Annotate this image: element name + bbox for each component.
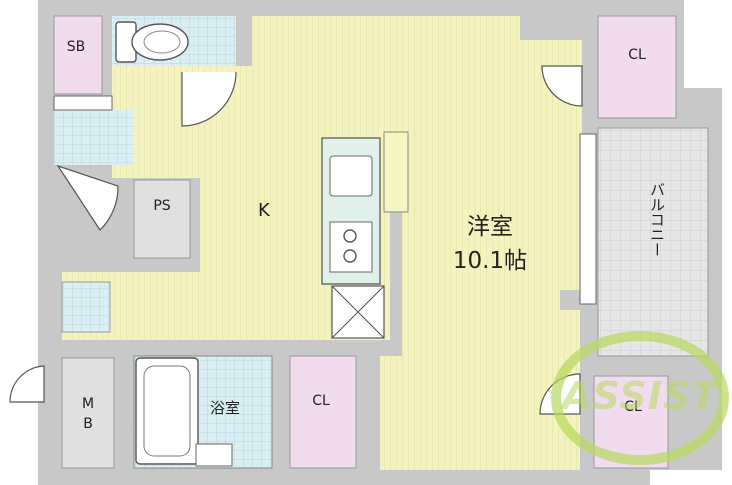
western-room-name: 洋室: [467, 214, 513, 240]
bathtub-icon: [135, 357, 199, 465]
closet-top: [597, 15, 677, 119]
meter-box-door: [9, 365, 45, 403]
pipe-space-label: PS: [153, 198, 171, 214]
toilet-door: [181, 71, 237, 127]
bathroom-label: 浴室: [210, 399, 241, 417]
entry-door: [56, 164, 119, 231]
closet-top-door: [541, 65, 583, 107]
watermark-logo: [551, 331, 729, 465]
washer-area: [61, 281, 111, 333]
pipe-space: [133, 179, 191, 259]
watermark-text: ASSIST: [562, 374, 719, 418]
closet-top-label: CL: [628, 47, 646, 63]
shoe-box-label: SB: [66, 39, 86, 55]
western-room-floor: [240, 16, 582, 470]
balcony-label: バルコニー: [648, 182, 666, 257]
kitchen-floor: [62, 66, 390, 340]
kitchen-counter: [321, 131, 409, 339]
closet-bottom-right-label: CL: [624, 399, 642, 415]
entry-floor: [54, 110, 134, 165]
closet-bottom-left-label: CL: [312, 393, 330, 409]
meter-box: [61, 357, 115, 469]
closet-bottom-left: [289, 355, 357, 469]
meter-box-label: MB: [81, 396, 95, 432]
balcony: [597, 127, 709, 357]
western-room-size: 10.1帖: [452, 248, 528, 274]
shoe-box: [53, 15, 103, 95]
western-room-label: 洋室 10.1帖: [420, 210, 560, 278]
toilet-icon: [115, 21, 189, 63]
kitchen-label: K: [258, 200, 270, 221]
balcony-window: [579, 133, 597, 305]
